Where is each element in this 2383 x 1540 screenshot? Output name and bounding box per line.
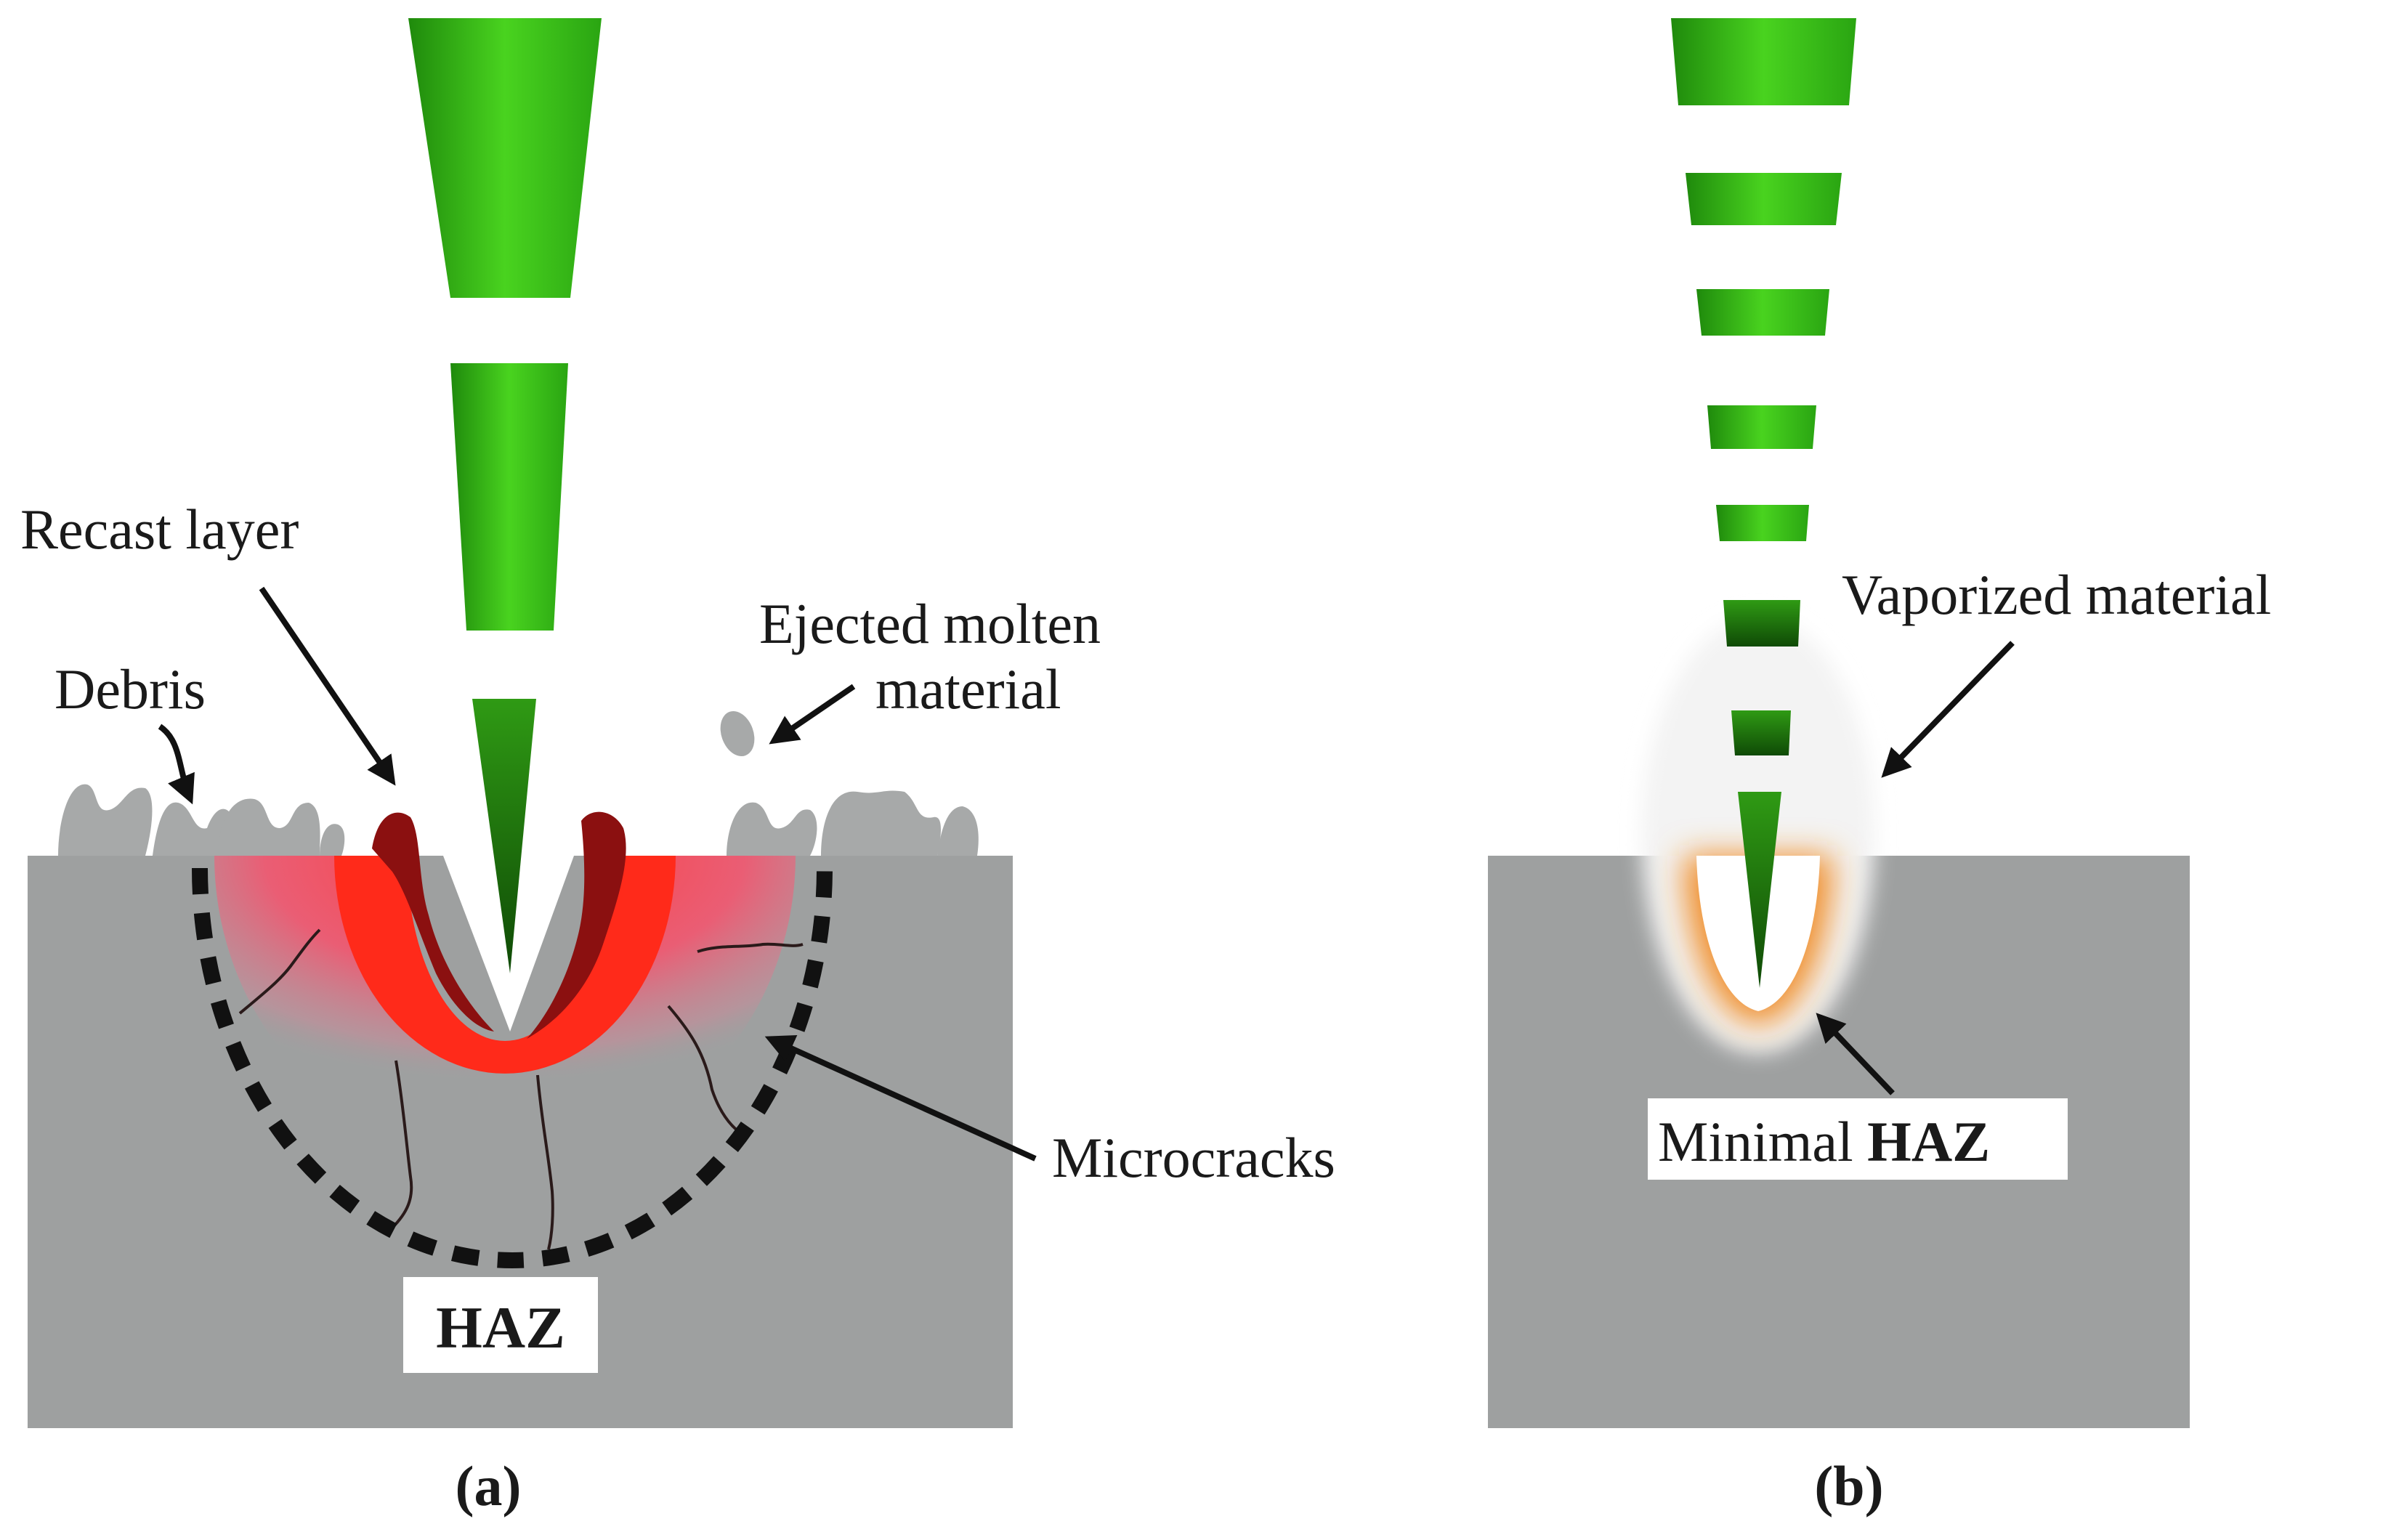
debris-arrow (158, 724, 195, 805)
recast-lip-right (527, 811, 626, 1039)
minimal-haz-arrow (1816, 1013, 1895, 1095)
ejected-label-line1: Ejected molten (759, 592, 1101, 655)
microcrack (667, 1005, 743, 1135)
microcracks (238, 928, 804, 1250)
recast-lip-left (372, 812, 494, 1032)
laser-beam-a (408, 18, 602, 973)
beam-segment (472, 699, 536, 973)
microcrack (536, 1074, 554, 1250)
haz-label-box (403, 1277, 598, 1373)
caption-b: (b) (1814, 1454, 1883, 1517)
microcrack (238, 928, 321, 1015)
microcracks-arrow (764, 1034, 1037, 1162)
beam-segment (450, 363, 568, 631)
arrows-b (1816, 641, 2015, 1095)
vaporized-material-label: Vaporized material (1842, 563, 2271, 626)
beam-pulse (1738, 792, 1781, 988)
panel-b: Vaporized material Minimal HAZ (b) (1488, 18, 2271, 1517)
minimal-haz-prefix: Minimal (1658, 1110, 1867, 1173)
panel-a: Recast layer Debris Ejected molten mater… (20, 18, 1335, 1517)
microcrack (697, 942, 804, 953)
beam-segment (408, 18, 602, 298)
caption-a: (a) (456, 1454, 522, 1517)
ejected-arrow (769, 684, 856, 745)
beam-pulse (1671, 18, 1856, 105)
microcrack (391, 1060, 413, 1229)
beam-pulse (1707, 405, 1816, 449)
laser-beam-b (1671, 18, 1856, 988)
beam-pulse (1686, 173, 1842, 225)
arrows-a (158, 586, 1037, 1162)
recast-layer-label: Recast layer (20, 498, 299, 561)
minimal-haz-label: Minimal HAZ (1658, 1110, 1990, 1173)
microcracks-label: Microcracks (1052, 1126, 1335, 1189)
beam-pulse (1731, 710, 1791, 755)
beam-pulse (1723, 600, 1800, 647)
haz-label: HAZ (436, 1294, 565, 1361)
beam-pulse (1716, 505, 1809, 541)
ejected-label-line2: material (875, 657, 1061, 721)
minimal-haz-label-box (1648, 1098, 2068, 1180)
vaporized-arrow (1881, 641, 2015, 778)
debris-label: Debris (54, 657, 206, 721)
debris-left (58, 784, 345, 856)
debris-right (720, 711, 979, 856)
beam-pulse (1696, 289, 1829, 336)
minimal-haz-bold: HAZ (1867, 1110, 1990, 1173)
recast-arrow (259, 586, 396, 786)
